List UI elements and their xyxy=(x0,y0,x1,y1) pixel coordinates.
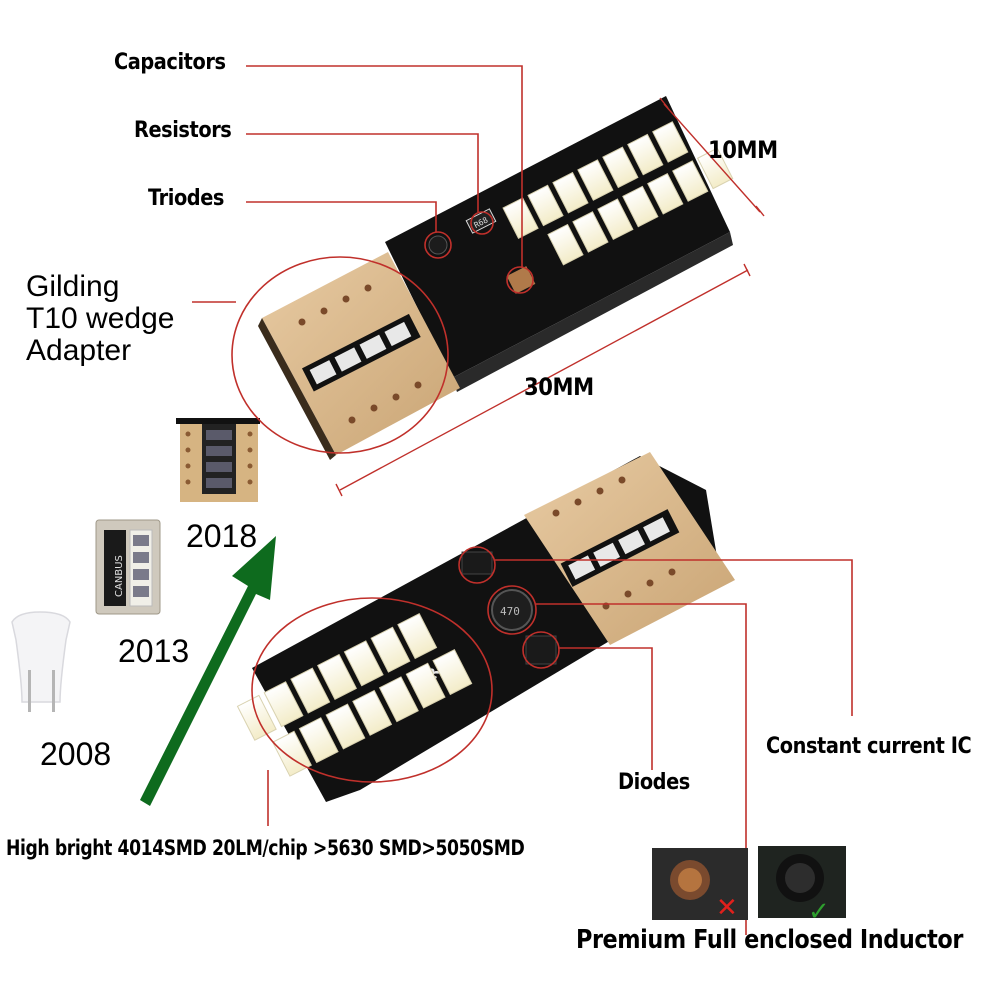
gilding-label-line2: T10 wedge xyxy=(26,302,175,335)
bad-cross-icon: ✕ xyxy=(716,893,738,923)
top-adapter-resistors xyxy=(301,313,421,392)
led-chip xyxy=(572,211,609,253)
gilding-label-line3: Adapter xyxy=(26,334,132,367)
bulb-2018 xyxy=(176,418,260,502)
led-chip xyxy=(432,648,473,696)
led-chip xyxy=(298,717,339,764)
led-chip xyxy=(405,662,446,709)
led-chip xyxy=(652,121,689,163)
constant-current-ic-chip xyxy=(461,551,493,575)
led-chip xyxy=(547,223,584,266)
led-chip xyxy=(325,703,366,750)
callout-lines xyxy=(192,65,853,935)
good-check-icon: ✓ xyxy=(808,897,830,927)
led-chip xyxy=(263,681,304,728)
triode-component xyxy=(428,235,448,255)
year-2008-label: 2008 xyxy=(40,736,112,772)
gilding-label-line1: Gilding xyxy=(26,270,120,303)
bottom-led-array xyxy=(236,613,473,777)
led-chip xyxy=(647,172,684,215)
led-chip xyxy=(370,626,411,673)
bulb-2008 xyxy=(11,611,71,712)
inductor-470-text: 470 xyxy=(500,605,520,618)
led-chip xyxy=(627,133,664,176)
led-chip xyxy=(527,184,564,227)
progress-arrow xyxy=(140,536,276,806)
width-dimension-line xyxy=(663,103,761,213)
capacitor-component xyxy=(506,266,536,294)
led-chip xyxy=(343,640,384,687)
bulb-2013: CANBUS xyxy=(95,519,161,615)
bottom-adapter-resistors xyxy=(560,509,680,587)
led-chip xyxy=(290,667,331,714)
inductor-470 xyxy=(491,589,533,631)
high-bright-led-label: High bright 4014SMD 20LM/chip >5630 SMD>… xyxy=(6,836,525,860)
width-dimension-label: 10MM xyxy=(708,136,778,164)
led-chip xyxy=(552,171,589,214)
led-chip xyxy=(622,185,659,228)
top-led-array xyxy=(502,121,734,266)
top-gold-adapter-edge xyxy=(258,318,336,460)
inductor-compare: ✕ ✓ xyxy=(652,846,846,927)
led-chip xyxy=(672,160,709,202)
triodes-label: Triodes xyxy=(148,186,224,211)
canbus-text: CANBUS xyxy=(114,555,125,597)
constant-current-ic-label: Constant current IC xyxy=(766,734,972,759)
led-chip xyxy=(397,613,438,660)
premium-inductor-label: Premium Full enclosed Inductor xyxy=(576,925,963,955)
resistors-label: Resistors xyxy=(134,118,232,143)
led-chip xyxy=(597,198,634,241)
diode-chip xyxy=(525,635,557,665)
length-dimension-label: 30MM xyxy=(524,373,594,401)
led-chip xyxy=(352,689,393,736)
bottom-adapter-holes xyxy=(552,476,676,610)
dimension-lines xyxy=(335,97,765,497)
diodes-label: Diodes xyxy=(618,770,690,795)
top-led-bulb: R68 xyxy=(258,96,734,460)
led-chip xyxy=(577,159,614,201)
led-chip xyxy=(317,653,358,700)
led-chip xyxy=(502,197,539,239)
led-chip xyxy=(378,676,419,723)
top-adapter-holes xyxy=(298,284,422,424)
year-2018-label: 2018 xyxy=(186,518,258,554)
capacitors-label: Capacitors xyxy=(114,50,226,75)
length-dimension-line xyxy=(339,269,749,491)
year-2013-label: 2013 xyxy=(118,633,190,669)
led-chip xyxy=(602,146,639,189)
top-pcb-side xyxy=(452,232,733,392)
bottom-led-bulb: 470 KR xyxy=(236,452,735,802)
